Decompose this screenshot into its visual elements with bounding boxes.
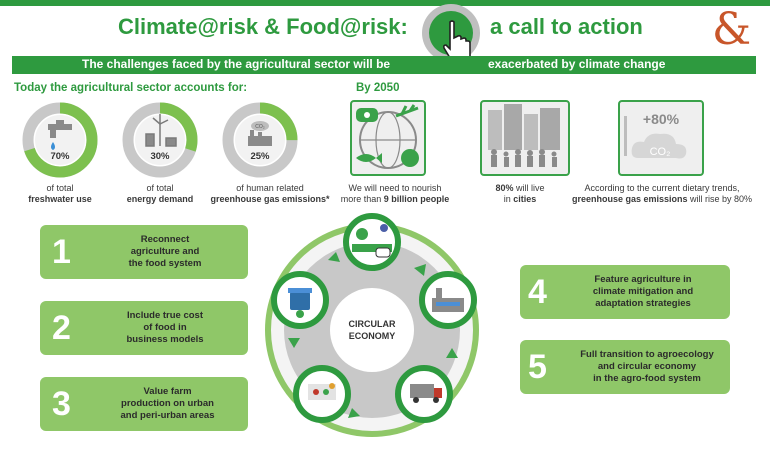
caption-population: We will need to nourish more than 9 bill…: [340, 183, 450, 204]
title-left: Climate@risk & Food@risk:: [118, 14, 408, 39]
compost-icon: [271, 271, 329, 329]
globe-food-icon: [350, 100, 426, 176]
co2-cloud-icon: +80% CO₂: [618, 100, 704, 176]
action-number-4: 4: [528, 273, 547, 311]
circle-label-1: CIRCULAR: [349, 319, 396, 329]
svg-text:CO₂: CO₂: [650, 146, 671, 158]
action-number-3: 3: [52, 385, 71, 423]
farm-icon: [343, 213, 401, 271]
banner-text-right: exacerbated by climate change: [488, 57, 666, 71]
action-number-5: 5: [528, 348, 547, 386]
call-to-action-button[interactable]: [420, 2, 482, 64]
water-tap-icon: [48, 120, 72, 150]
circle-label-2: ECONOMY: [349, 331, 396, 341]
truck-icon: [395, 365, 453, 423]
today-heading: Today the agricultural sector accounts f…: [14, 82, 248, 94]
title-right: a call to action: [490, 14, 643, 39]
caption-cities: 80% will live in cities: [495, 183, 545, 204]
banner: [12, 56, 756, 74]
wind-turbine-icon: [145, 114, 177, 147]
top-bar: [0, 0, 770, 6]
caption-ghg-rise: According to the current dietary trends,…: [571, 183, 753, 204]
donut-energy: [122, 102, 198, 178]
logo: &: [712, 4, 752, 55]
cycle-arrows: [288, 252, 458, 418]
action-number-1: 1: [52, 233, 71, 271]
factory-icon: [419, 271, 477, 329]
circular-economy-diagram: CIRCULAR ECONOMY: [265, 213, 479, 437]
city-people-icon: [480, 100, 570, 176]
stat-value-emissions: 25%: [250, 151, 270, 162]
stat-value-energy: 30%: [150, 151, 170, 162]
future-heading: By 2050: [356, 82, 400, 94]
svg-text:CO₂: CO₂: [255, 124, 265, 130]
svg-text:+80%: +80%: [643, 111, 680, 127]
donut-emissions: CO₂: [222, 102, 298, 178]
co2-factory-icon: CO₂: [248, 121, 272, 146]
market-icon: [293, 365, 351, 423]
banner-text-left: The challenges faced by the agricultural…: [82, 57, 391, 71]
action-number-2: 2: [52, 309, 71, 347]
donut-freshwater: [22, 102, 98, 178]
stat-value-freshwater: 70%: [50, 151, 70, 162]
